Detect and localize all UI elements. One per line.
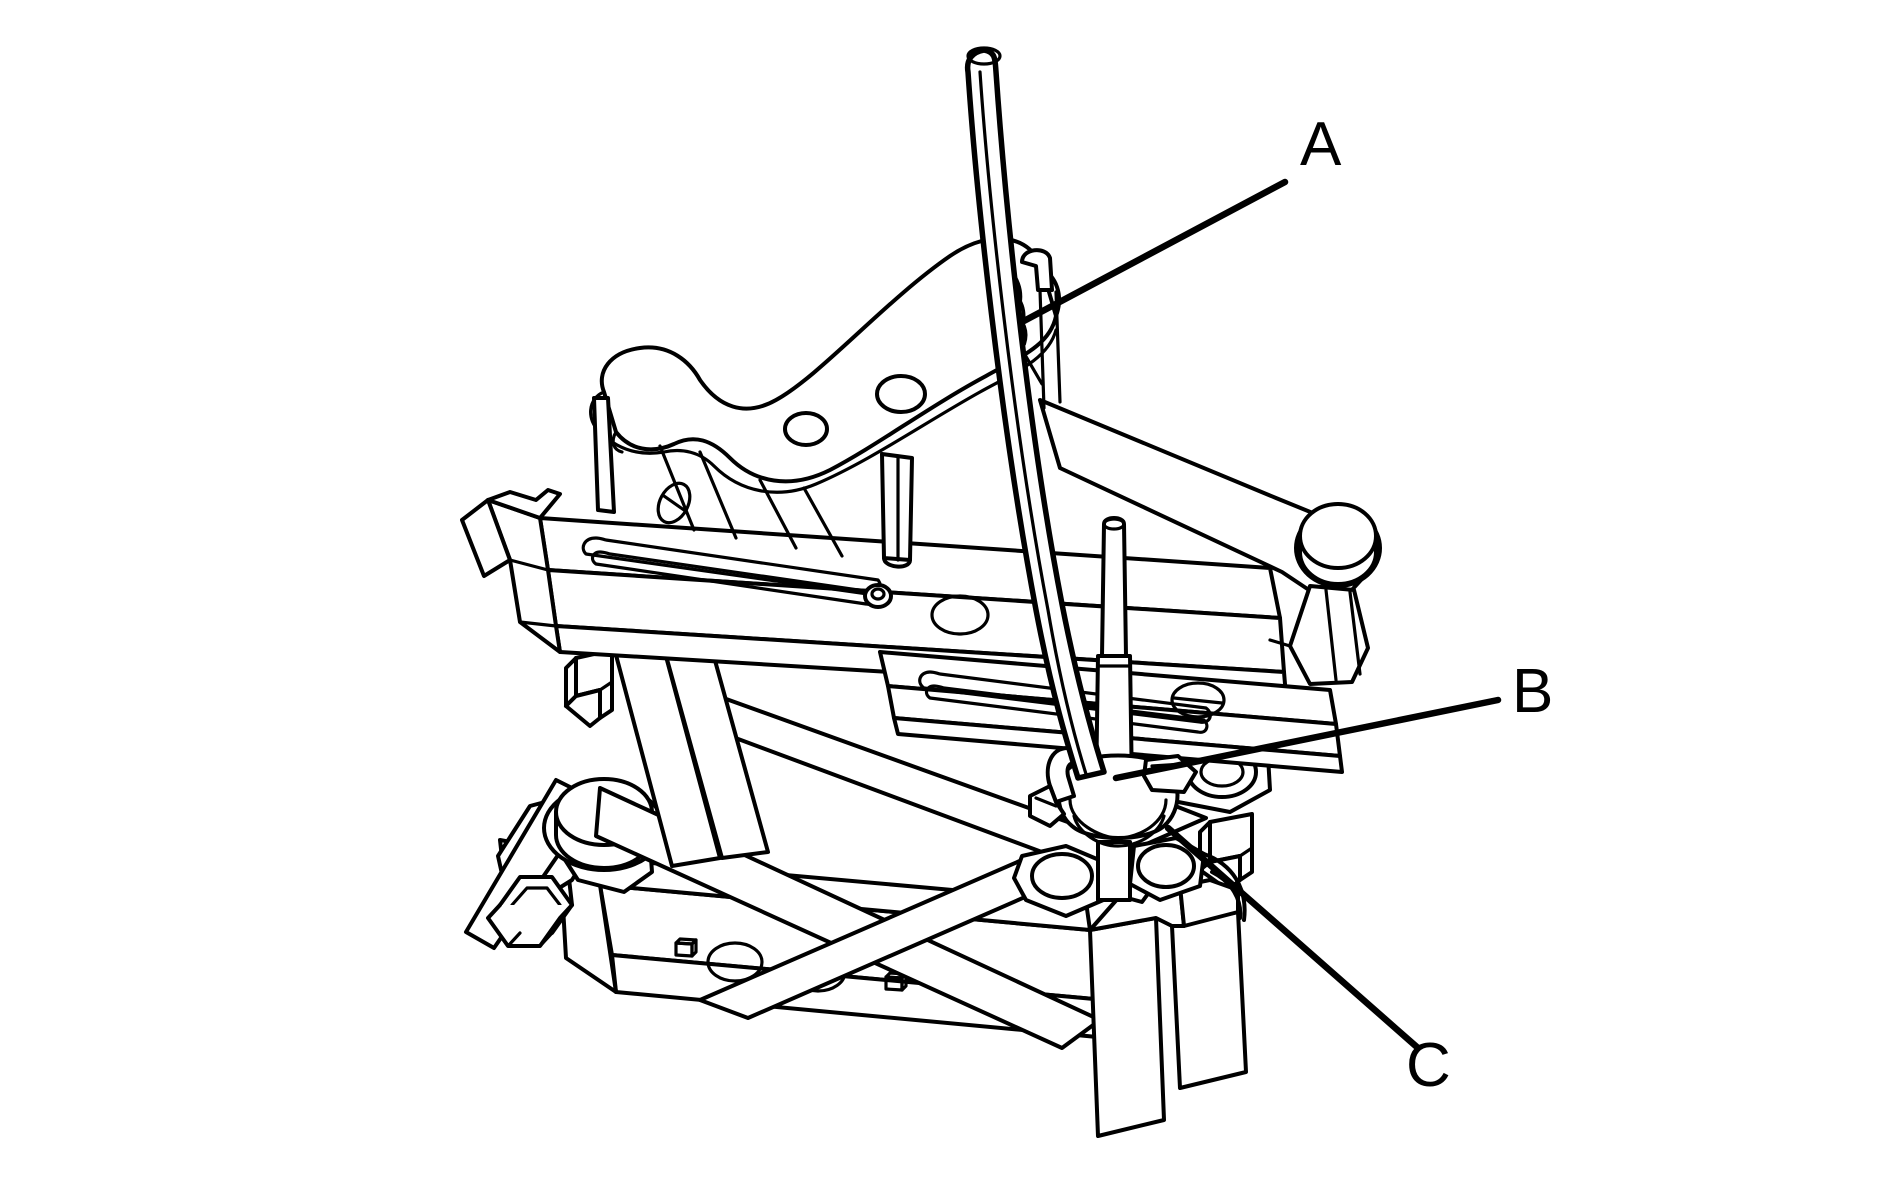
leader-line-b [1112,696,1502,782]
saddle-struts [658,334,1044,558]
lower-left-diagonal [610,626,770,868]
callout-label-a: A [1300,110,1342,179]
saddle-left-leg [592,396,616,514]
jack-handle-rod [964,46,1107,781]
upper-arm-left-notch [508,558,558,628]
callout-label-b: B [1512,657,1553,726]
callout-a: A [1018,110,1342,326]
upper-right-knuckle [1038,398,1382,686]
callout-b: B [1112,657,1553,782]
callout-c: C [1164,824,1451,1100]
callout-label-c: C [1406,1031,1451,1100]
leader-line-c [1164,824,1422,1052]
saddle-center-post [880,452,914,569]
leader-line-a [1018,178,1289,326]
